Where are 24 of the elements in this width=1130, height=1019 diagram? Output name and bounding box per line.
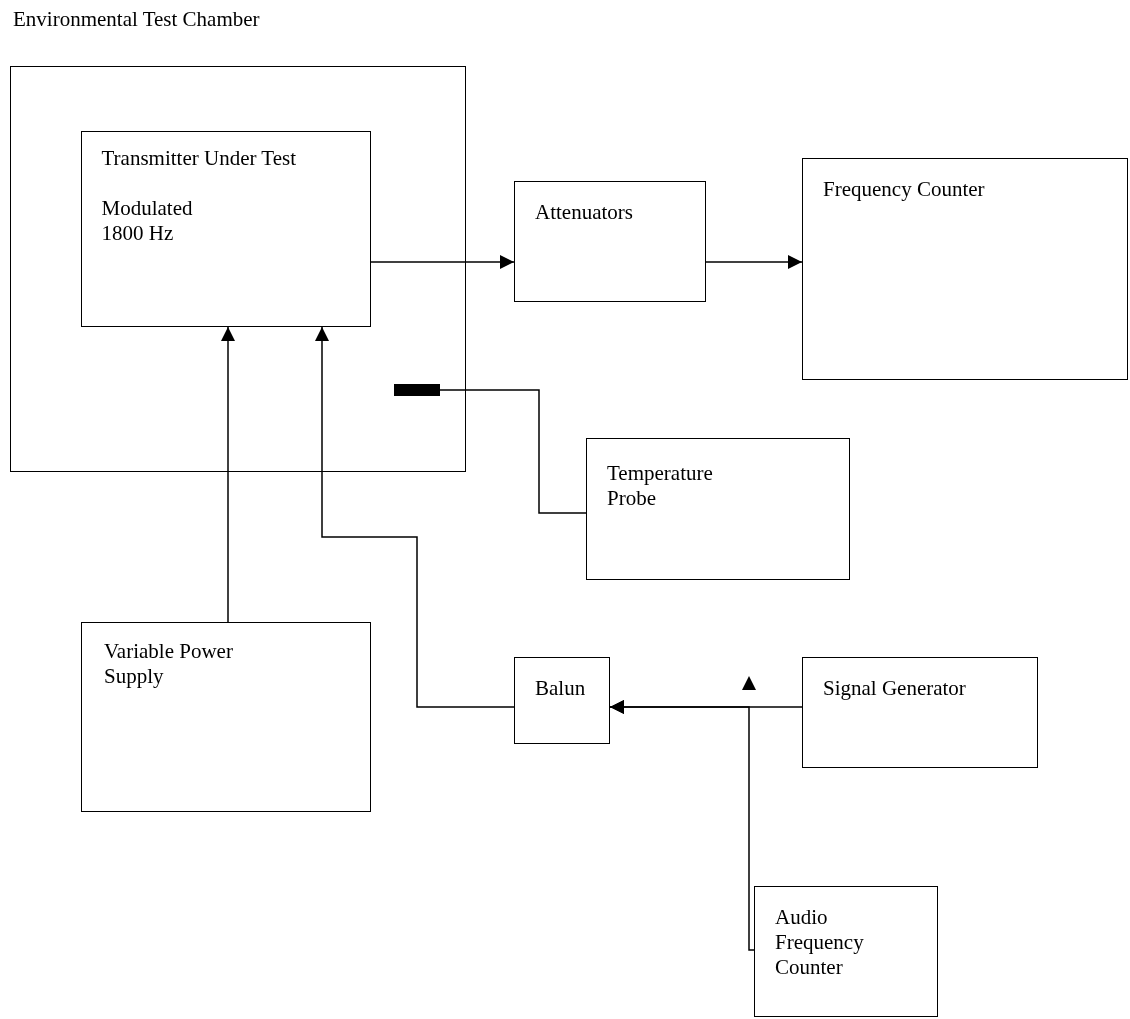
block-label: Signal Generator [823,676,967,701]
block-box [802,657,1038,768]
sensor-bar [393,383,440,396]
connector-arrow [221,326,235,623]
block-box [802,158,1128,380]
block-box [514,181,706,302]
connector-arrow [370,255,515,269]
block-label: Modulated 1800 Hz [101,195,194,246]
connector-arrow [315,326,515,708]
connector-arrow [705,255,803,269]
block-label: Audio Frequency Counter [775,905,865,980]
block-box [754,886,938,1017]
block-label: Frequency Counter [823,177,986,202]
block-box [81,622,371,812]
block-label: Transmitter Under Test [101,145,298,171]
block-box [80,130,371,327]
connector-arrow [609,700,755,951]
chamber-title: Environmental Test Chamber [13,7,261,32]
block-label: Variable Power Supply [104,639,234,689]
block-box [514,657,610,744]
block-label: Temperature Probe [607,461,714,511]
block-label: Attenuators [535,200,634,225]
block-box [586,438,850,580]
block-label: Balun [535,676,587,701]
